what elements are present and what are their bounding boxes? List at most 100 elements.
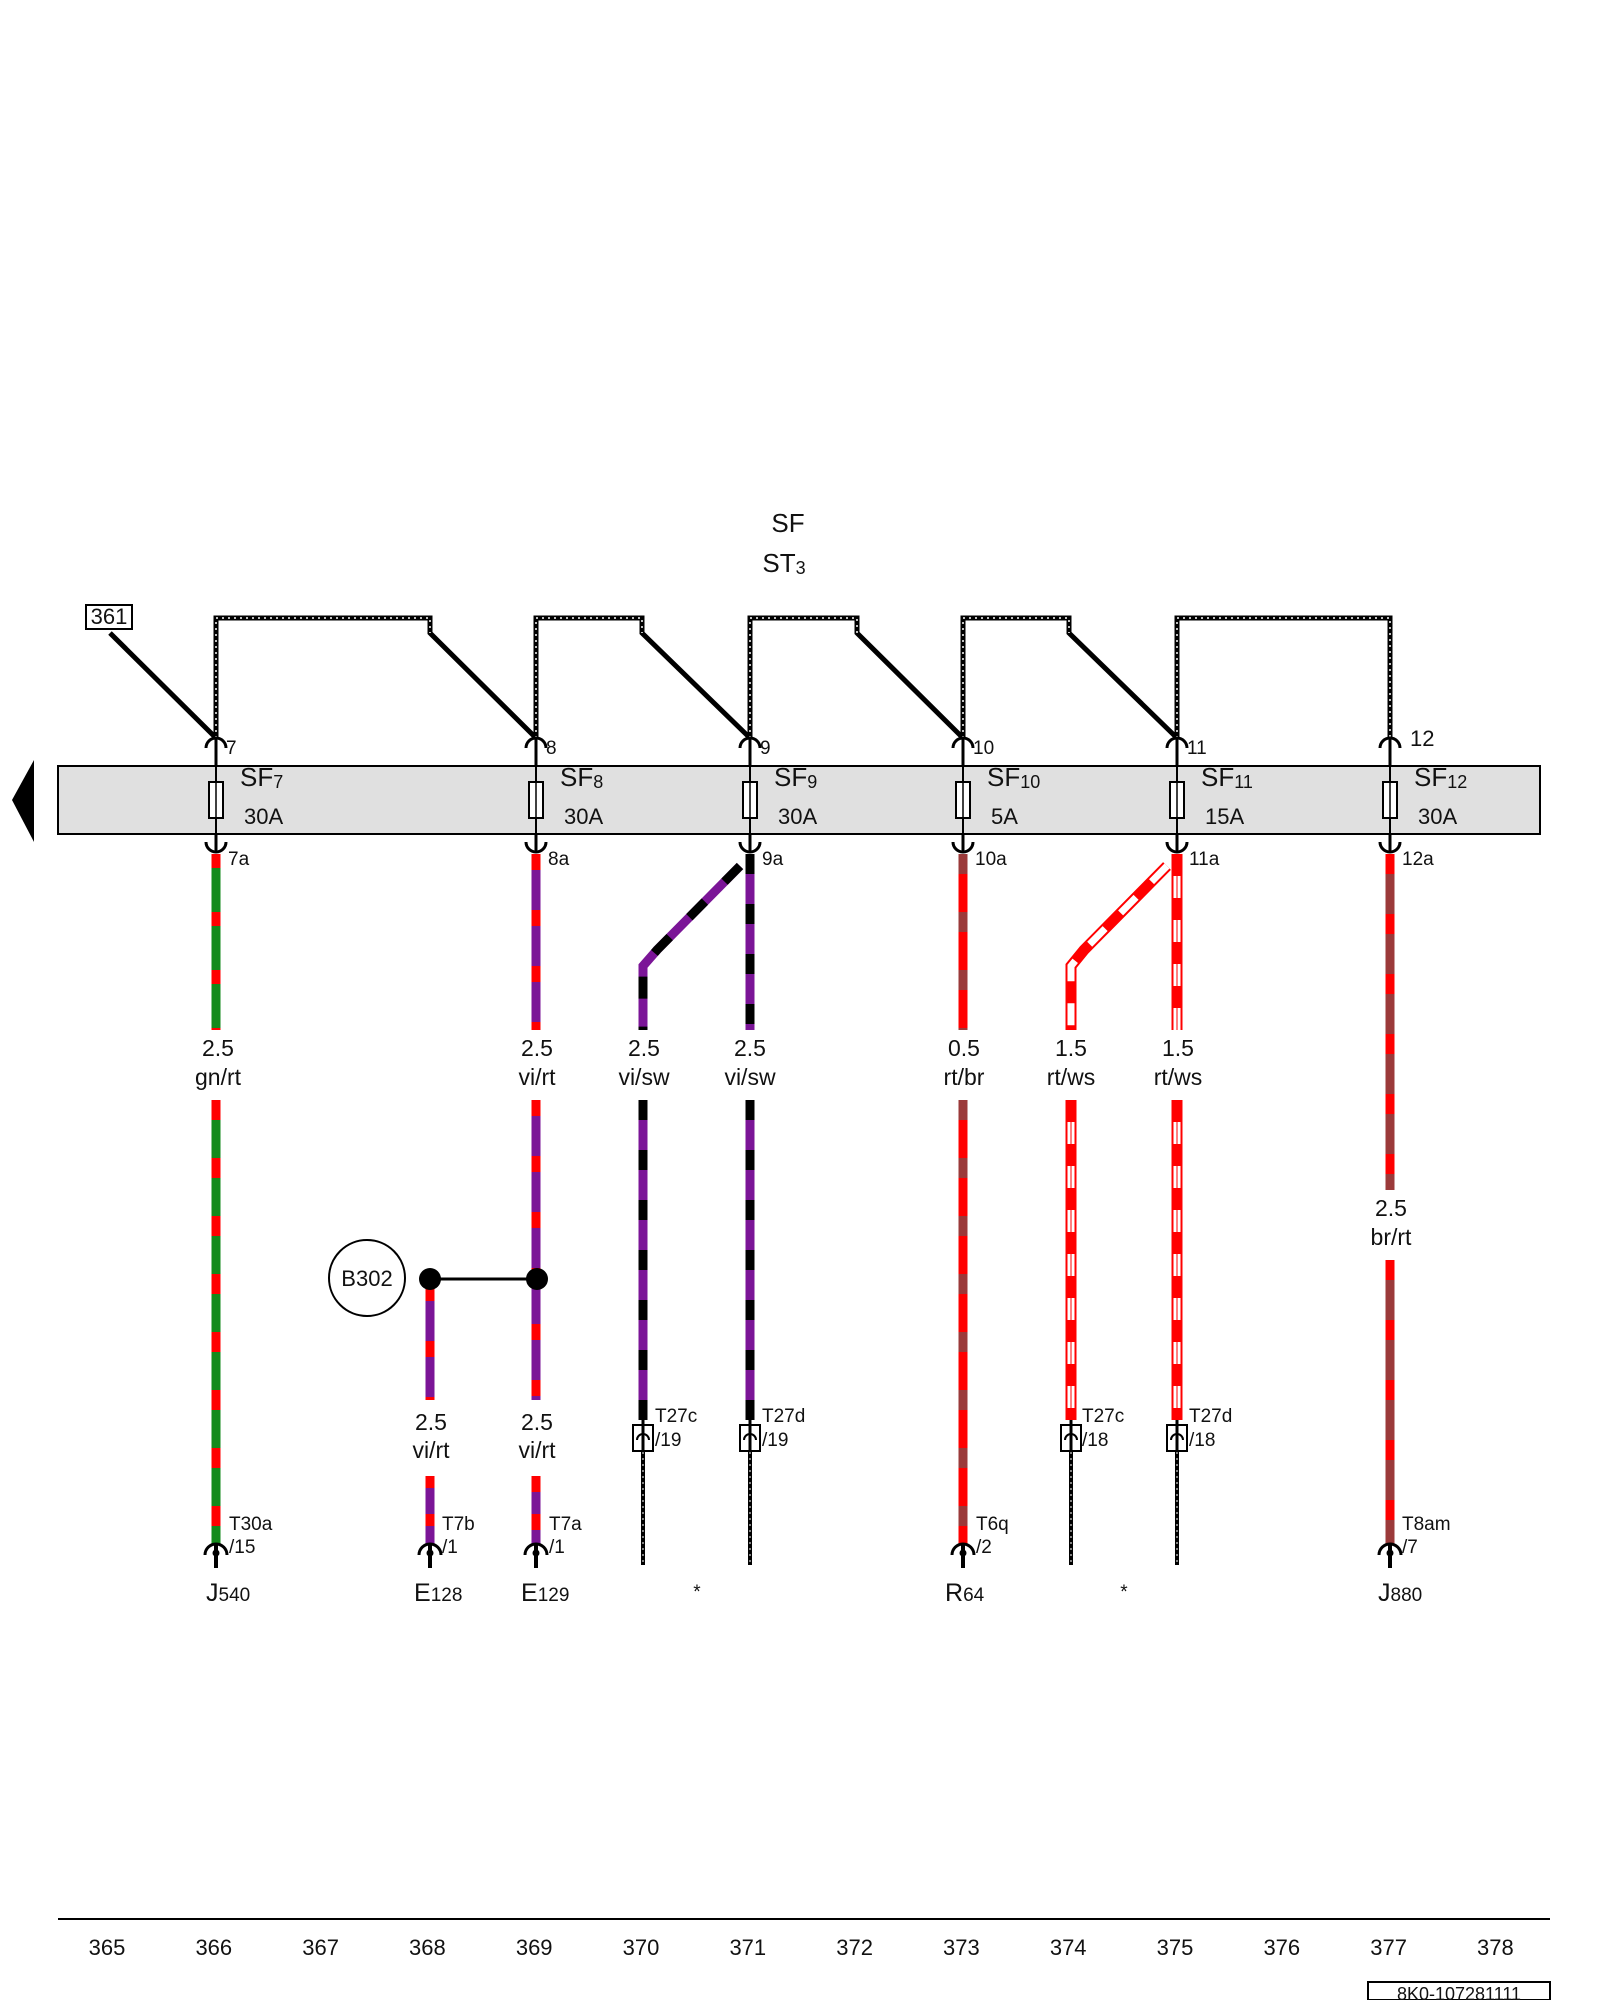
component-label[interactable]: J540: [206, 1579, 250, 1607]
fuse-pin-top: 7: [226, 738, 237, 759]
fuse-pin-top: 8: [546, 738, 557, 759]
wire-size-label: 0.5: [948, 1035, 980, 1061]
fuse-amperage: 30A: [778, 804, 817, 829]
fuse-name: SF7: [240, 762, 283, 792]
wire-color-label: vi/rt: [412, 1437, 450, 1463]
connector-name: T7a: [549, 1514, 582, 1535]
connector-name: T27d: [1189, 1406, 1232, 1427]
wire-size-label: 2.5: [1375, 1195, 1407, 1221]
wire-size-label: 2.5: [521, 1035, 553, 1061]
diagram-title: SF: [771, 508, 804, 538]
scale-number: 373: [943, 1935, 980, 1960]
wire-labels: 2.5 gn/rt 2.5 vi/rt 2.5 vi/sw 2.5 vi/sw …: [195, 1035, 1412, 1463]
wires: [211, 854, 1395, 1565]
fuse-name: SF8: [560, 762, 603, 792]
diagram-subtitle: ST3: [762, 548, 805, 578]
wire-color-label: rt/ws: [1047, 1064, 1096, 1090]
connector-pin: /1: [442, 1537, 458, 1558]
wire-color-label: rt/br: [944, 1064, 985, 1090]
component-label: *: [693, 1582, 701, 1603]
connector-name: T27d: [762, 1406, 805, 1427]
fuse-bottom-terminal: [1378, 841, 1402, 854]
connector-name: T27c: [1082, 1406, 1124, 1427]
wire-vi-sw-branch: [638, 862, 744, 1030]
fuse-pin-bottom: 9a: [762, 849, 784, 870]
fuse-pin-top: 11: [1187, 738, 1207, 759]
scale-number: 378: [1477, 1935, 1514, 1960]
scale-number: 367: [302, 1935, 339, 1960]
fuse-bottom-terminal: [738, 841, 762, 854]
terminal-connector: [1377, 1542, 1403, 1568]
wire-color-label: vi/sw: [618, 1064, 670, 1090]
wire-size-label: 2.5: [734, 1035, 766, 1061]
scale-number: 374: [1050, 1935, 1087, 1960]
splice-node: [526, 1268, 548, 1290]
connector-pin: /2: [976, 1537, 992, 1558]
wire-size-label: 2.5: [202, 1035, 234, 1061]
wire-color-label: br/rt: [1371, 1224, 1413, 1250]
scale-number: 366: [195, 1935, 232, 1960]
fuse-name: SF12: [1414, 762, 1467, 792]
connectors: [203, 1420, 1403, 1568]
wire-size-label: 2.5: [521, 1409, 553, 1435]
fuse-pin-bottom: 10a: [975, 849, 1007, 870]
fuse-11[interactable]: SF11 15A 11 11a: [1165, 736, 1253, 870]
fuse-name: SF11: [1201, 762, 1253, 792]
reference-box[interactable]: [85, 604, 133, 630]
terminal-connector: [203, 1542, 229, 1568]
scale-number: 368: [409, 1935, 446, 1960]
component-label[interactable]: E128: [414, 1579, 462, 1607]
terminal-connector: [523, 1542, 549, 1568]
fuse-amperage: 30A: [564, 804, 603, 829]
fuse-pin-bottom: 12a: [1402, 849, 1434, 870]
reference-box-label: 361: [91, 604, 128, 629]
fuse-bottom-terminal: [951, 841, 975, 854]
left-arrow-icon[interactable]: [12, 760, 34, 842]
connector-pin: /18: [1189, 1430, 1215, 1451]
ground-point-circle[interactable]: [328, 1239, 406, 1317]
ground-point-label: B302: [341, 1266, 392, 1291]
wire-rt-ws-branch: [1065, 862, 1171, 1030]
connector-pin: /19: [762, 1430, 788, 1451]
connector-labels: T30a /15 T7b /1 T7a /1 T27c /19 T27d /19…: [229, 1406, 1451, 1558]
connector-name: T30a: [229, 1514, 273, 1535]
connector-pin: /7: [1402, 1537, 1418, 1558]
component-label[interactable]: E129: [521, 1579, 569, 1607]
fuse-pin-top: 9: [760, 738, 771, 759]
wire-size-label: 2.5: [628, 1035, 660, 1061]
terminal-connector: [417, 1542, 443, 1568]
fuse-pin-bottom: 11a: [1189, 849, 1220, 870]
scale-number: 377: [1370, 1935, 1407, 1960]
fuse-name: SF10: [987, 762, 1040, 792]
inline-connector: [632, 1420, 654, 1452]
connector-name: T8am: [1402, 1514, 1451, 1535]
fuse-pin-bottom: 7a: [228, 849, 250, 870]
wire-color-label: vi/sw: [724, 1064, 776, 1090]
scale-number: 365: [89, 1935, 126, 1960]
wire-size-label: 1.5: [1055, 1035, 1087, 1061]
fuse-bottom-terminal: [524, 841, 548, 854]
inline-connector: [739, 1420, 761, 1452]
scale-number: 372: [836, 1935, 873, 1960]
scale-number: 370: [623, 1935, 660, 1960]
splice-node: [419, 1268, 441, 1290]
wire-color-label: gn/rt: [195, 1064, 242, 1090]
wire-size-label: 1.5: [1162, 1035, 1194, 1061]
wire-size-label: 2.5: [415, 1409, 447, 1435]
fuses: SF730A77aSF830A88aSF930A99aSF105A1010aSF…: [204, 726, 1467, 870]
fuse-amperage: 5A: [991, 804, 1018, 829]
fuse-amperage: 15A: [1205, 804, 1244, 829]
components: J540 E128 E129 * R64 * J880: [206, 1579, 1422, 1607]
document-number: 8K0-107281111: [1397, 1984, 1521, 2000]
fuse-bottom-terminal: [204, 841, 228, 854]
component-label[interactable]: R64: [945, 1579, 985, 1607]
connector-pin: /19: [655, 1430, 681, 1451]
component-label[interactable]: J880: [1378, 1579, 1422, 1607]
inline-connector: [1166, 1420, 1188, 1452]
